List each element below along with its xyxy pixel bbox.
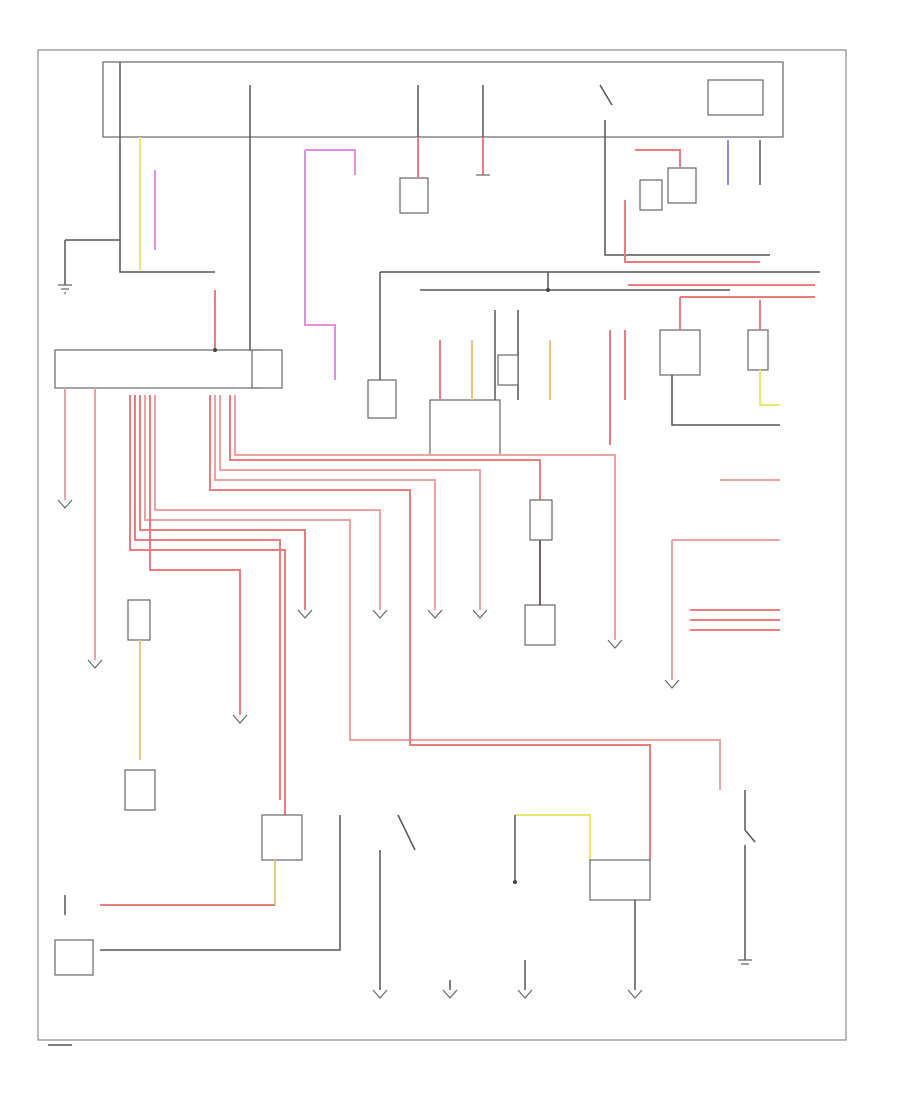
- diagram-frame: [37, 49, 847, 1041]
- distribution-block: [54, 349, 261, 389]
- connector-icon-13: [627, 989, 643, 999]
- wire-red-right-modules: [679, 297, 761, 330]
- wire-fan-13: [234, 395, 616, 640]
- component-bottom-left: [54, 939, 94, 976]
- splice-dot-2: [213, 348, 217, 352]
- wire-fan-8: [154, 395, 381, 610]
- fuse-block-small: [251, 349, 283, 389]
- wire-fan-6: [144, 395, 721, 790]
- wire-fan-9: [209, 395, 651, 860]
- connector-icon-3: [232, 714, 248, 724]
- right-relay-small: [747, 329, 769, 371]
- wire-pink-middle: [304, 149, 356, 380]
- component-box-a: [399, 177, 429, 214]
- connector-icon-5: [372, 609, 388, 619]
- wire-fan-3: [129, 395, 286, 820]
- right-module: [659, 329, 701, 376]
- ground-icon-3: [738, 959, 752, 965]
- wire-right-relay-loop: [604, 137, 770, 256]
- connector-icon-1: [57, 499, 73, 509]
- relay-left-mid: [127, 599, 151, 641]
- wire-yellow-right: [759, 370, 780, 406]
- wire-red-relay-b: [635, 149, 681, 168]
- relay-center-lower: [529, 499, 553, 541]
- bottom-relay-left: [261, 814, 303, 861]
- component-box-c: [524, 604, 556, 646]
- relay-right-b: [667, 167, 697, 204]
- connector-icon-9: [664, 679, 680, 689]
- wire-battery-ground: [64, 137, 121, 285]
- wire-battery-bus: [119, 260, 215, 273]
- bottom-module-right: [589, 859, 651, 901]
- wire-right-multi: [690, 609, 780, 631]
- connector-icon-10: [372, 989, 388, 999]
- wire-fan-5: [139, 395, 306, 610]
- component-box-b: [367, 379, 397, 419]
- fuse-box-top: [102, 61, 784, 138]
- switch-bottom-right: [744, 829, 756, 843]
- wire-fan-4: [134, 395, 281, 800]
- wire-bottom-diag: [397, 814, 416, 851]
- component-left-lower: [124, 769, 156, 811]
- connector-icon-6: [427, 609, 443, 619]
- center-module: [429, 399, 501, 456]
- wire-fan-11: [219, 395, 481, 610]
- ground-icon-1: [58, 284, 72, 294]
- connector-icon-7: [472, 609, 488, 619]
- wire-fan-7: [149, 395, 241, 715]
- battery-disconnect-relay: [707, 79, 764, 116]
- connector-icon-11: [442, 989, 458, 999]
- connector-icon-4: [297, 609, 313, 619]
- wire-yellow-bottom: [515, 814, 591, 860]
- connector-icon-8: [607, 639, 623, 649]
- connector-icon-2: [87, 659, 103, 669]
- wire-bottom-loop: [100, 815, 341, 951]
- wire-red-right-loop: [624, 200, 760, 263]
- wire-right-module-out: [671, 375, 780, 426]
- wire-right-harness: [671, 539, 780, 680]
- wire-fan-10: [214, 395, 436, 610]
- splice-dot-1: [546, 288, 550, 292]
- relay-center: [497, 354, 519, 386]
- connector-icon-12: [517, 989, 533, 999]
- wire-top-switch: [599, 84, 613, 137]
- relay-right-a: [639, 179, 663, 211]
- splice-dot-3: [513, 880, 517, 884]
- wire-red-right-feed: [609, 330, 626, 445]
